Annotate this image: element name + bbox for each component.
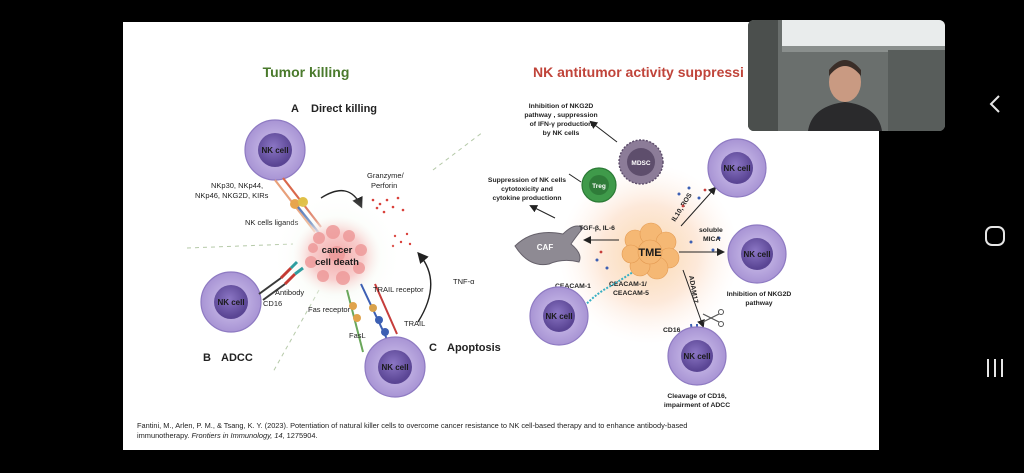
section-c-title: Apoptosis	[447, 342, 501, 354]
inhibition-text: Inhibition of NKG2D pathway , suppressio…	[524, 103, 597, 137]
citation-rest: , 1275904.	[282, 430, 318, 440]
soluble-mica-label: MICA	[703, 236, 720, 243]
nk-cell-left: NK cell	[200, 271, 262, 333]
caf-up-arrow	[529, 205, 556, 219]
nk-cell-label: NK cell	[261, 146, 288, 155]
svg-text:MDSC: MDSC	[631, 160, 650, 167]
ceacam1-label: CEACAM-1	[555, 283, 591, 290]
home-circle-icon	[985, 226, 1005, 246]
svg-text:NK cell: NK cell	[683, 352, 710, 361]
left-panel: Tumor killing A Direct killing NK cell N…	[186, 64, 501, 398]
svg-text:NK cell: NK cell	[723, 164, 750, 173]
fas-receptor	[346, 289, 364, 353]
trail-receptor-label: TRAIL receptor	[373, 285, 424, 294]
svg-text:CAF: CAF	[537, 243, 554, 252]
svg-text:of IFN-γ production: of IFN-γ production	[530, 121, 593, 128]
nk-cell-right-bottom: NK cell	[667, 326, 727, 386]
granzyme-label: Perforin	[371, 181, 397, 190]
mdsc-cell: MDSC	[618, 139, 664, 185]
recents-bars-icon	[987, 359, 1003, 377]
webcam-video	[748, 20, 945, 131]
treg-cell: Treg	[581, 167, 617, 203]
nk-cell-label: NK cell	[381, 363, 408, 372]
fas-receptor-label: Fas receptor	[308, 305, 351, 314]
nk-cell-bottom: NK cell	[364, 336, 426, 398]
svg-text:NK cell: NK cell	[743, 250, 770, 259]
left-title: Tumor killing	[263, 64, 350, 80]
right-panel: NK antitumor activity suppressi Inhibiti…	[488, 64, 791, 409]
ceacam-chain-icon	[570, 271, 634, 323]
cd16-right-label: CD16	[663, 327, 681, 334]
tnf-label: TNF-α	[453, 277, 475, 286]
nk-cell-label: NK cell	[217, 298, 244, 307]
trail-label: TRAIL	[404, 319, 425, 328]
cd16-label: CD16	[263, 299, 282, 308]
android-nav-bar	[966, 0, 1024, 473]
suppression-text: Suppression of NK cells cytotoxicity and…	[488, 177, 566, 202]
caf-cell: CAF	[514, 225, 584, 266]
ceacam15-label: CEACAM-5	[613, 290, 649, 297]
citation-text: Fantini, M., Arlen, P. M., & Tsang, K. Y…	[137, 421, 688, 440]
inhibition-nkg2d-label: pathway	[745, 300, 772, 307]
nk-cell-right-top: NK cell	[707, 138, 767, 198]
cancer-cell-death: cancer cell death	[271, 192, 403, 324]
right-title: NK antitumor activity suppressi	[533, 64, 744, 80]
section-b-title: ADCC	[221, 352, 253, 364]
tme-label: TME	[638, 247, 661, 259]
ligands-label: NK cells ligands	[245, 218, 299, 227]
svg-text:cytotoxicity and: cytotoxicity and	[501, 186, 553, 193]
il10-arrow	[680, 186, 717, 227]
svg-text:NK cell: NK cell	[545, 312, 572, 321]
nk-cell-diagram: Tumor killing A Direct killing NK cell N…	[186, 64, 791, 409]
tgf-label: TGF-β, IL-6	[579, 225, 615, 232]
cytokine-dots	[595, 186, 721, 270]
ros-dots	[599, 188, 707, 254]
receptors-label: NKp46, NKG2D, KIRs	[195, 191, 269, 200]
svg-text:Suppression of NK cells: Suppression of NK cells	[488, 177, 566, 184]
mdsc-arrow	[589, 120, 618, 143]
ceacam15-label: CEACAM-1/	[609, 281, 647, 288]
cleavage-label: impairment of ADCC	[664, 402, 730, 409]
granzyme-label: Granzyme/	[367, 171, 405, 180]
home-button[interactable]	[966, 216, 1024, 256]
svg-text:by NK cells: by NK cells	[543, 130, 580, 137]
nk-cell-right-bottom-left: NK cell	[529, 286, 589, 346]
citation-journal: Frontiers in Immunology, 14	[191, 430, 283, 440]
soluble-mica-label: soluble	[699, 227, 723, 234]
section-a-letter: A	[291, 103, 299, 115]
cancer-label: cell death	[315, 257, 359, 268]
svg-text:cytokine productionn: cytokine productionn	[492, 195, 561, 202]
treg-link	[568, 173, 582, 183]
back-chevron-icon	[989, 95, 1000, 113]
nk-cell-top: NK cell	[244, 119, 306, 181]
cancer-label: cancer	[322, 245, 353, 256]
nk-cell-right-middle: NK cell	[727, 224, 787, 284]
antibody-icon	[258, 260, 304, 301]
tme-cluster: TME	[621, 222, 680, 280]
presenter-video-icon	[748, 20, 945, 131]
scissors-icon	[702, 309, 724, 327]
adam17-arrow	[682, 269, 705, 328]
section-c-letter: C	[429, 342, 437, 354]
adam17-label: ADAM17	[687, 275, 699, 304]
back-button[interactable]	[966, 84, 1024, 124]
svg-text:Inhibition of NKG2D: Inhibition of NKG2D	[529, 103, 594, 110]
inhibition-nkg2d-label: Inhibition of NKG2D	[727, 291, 792, 298]
fasl-label: FasL	[349, 331, 366, 340]
antibody-label: Antibody	[275, 288, 304, 297]
separator-line	[432, 131, 484, 171]
section-b-letter: B	[203, 352, 211, 364]
svg-text:pathway , suppression: pathway , suppression	[524, 112, 597, 119]
cleavage-label: Cleavage of CD16,	[667, 393, 726, 400]
recents-button[interactable]	[966, 348, 1024, 388]
receptors-label: NKp30, NKp44,	[211, 181, 263, 190]
section-a-title: Direct killing	[311, 103, 377, 115]
svg-text:Treg: Treg	[592, 183, 606, 190]
tnf-arrow	[417, 251, 432, 323]
citation: Fantini, M., Arlen, P. M., & Tsang, K. Y…	[137, 421, 697, 440]
